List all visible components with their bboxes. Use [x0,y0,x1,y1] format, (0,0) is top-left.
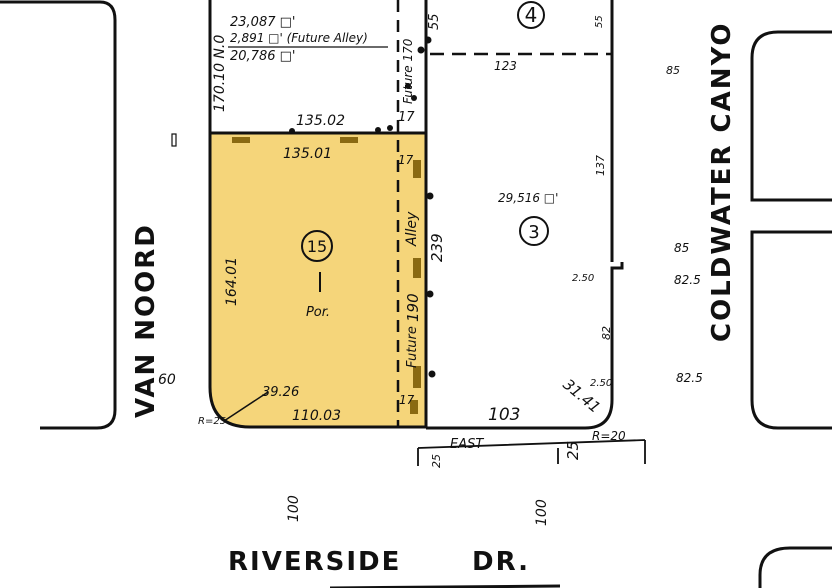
parcel-3-number: 3 [528,222,539,243]
dim-55-b: 55 [594,15,605,28]
label-future-upper: Future 170 [401,38,415,104]
van-noord-block-line [0,0,117,430]
dim-110-03: 110.03 [292,408,341,424]
dim-55-a: 55 [427,13,442,30]
block-south-line [426,262,624,430]
parcel-4-number: 4 [525,3,538,27]
area-note-3: 20,786 □' [230,49,295,64]
parcel-15-circle [301,230,333,262]
dim-17-bottom: 17 [399,393,415,407]
dim-82: 82 [600,326,613,340]
parcel-4-circle [517,1,545,29]
east-bracket [417,439,646,466]
area-note-1: 23,087 □' [230,15,295,30]
parcel-3-area: 29,516 □' [498,191,558,205]
dim-2-50-a: 2.50 [572,273,594,284]
dim-60: 60 [158,372,176,388]
dim-alley-190: 190 [404,293,422,322]
street-van-noord: VAN NOORD [131,223,161,418]
dim-82-5-a: 82.5 [674,273,701,287]
parcel-15-note: Por. [306,305,330,320]
dim-radius-right: R=20 [592,429,626,443]
coldwater-block-lower [750,230,832,430]
label-east: EAST [450,437,484,452]
block-west-line [208,0,426,429]
dim-85-top: 85 [666,64,680,77]
parcel-15-highlight [209,132,427,428]
street-marker [171,133,177,147]
area-note-2: 2,891 □' (Future Alley) [230,31,368,45]
dim-25-left: 25 [430,454,443,468]
edge-marks [232,137,421,414]
dim-164-01: 164.01 [224,257,240,306]
label-future-lower: Future [405,326,420,368]
arc-dimension-line [223,391,269,422]
dim-17-top-b: 17 [398,153,414,167]
dim-radius-left: R=25 [198,416,226,427]
dim-85: 85 [674,241,689,255]
dim-123: 123 [494,59,517,73]
dim-100-left: 100 [286,495,302,522]
dim-135-02: 135.02 [296,113,345,129]
parcel-15-number: 15 [307,237,327,256]
dim-82-5-b: 82.5 [676,371,703,385]
label-alley: Alley [404,211,420,247]
dim-135-01: 135.01 [283,146,332,162]
dim-2-50-b: 2.50 [590,378,612,389]
street-coldwater: COLDWATER CANYO [707,22,737,342]
area-side-dimension: 170.10 N.0 [212,35,228,112]
dim-103: 103 [488,405,520,425]
monument-dots [289,36,436,378]
dim-100-right: 100 [534,499,550,526]
parcel-3-circle [519,216,549,246]
street-riverside-suffix: DR. [472,547,530,577]
dim-239: 239 [428,233,446,262]
riverside-south-block [758,546,832,588]
coldwater-block-upper [750,30,832,202]
dim-39-26: 39.26 [262,385,299,400]
dim-25-right: 25 [564,441,582,460]
dim-17-top-a: 17 [398,110,415,125]
street-riverside: RIVERSIDE [228,547,401,577]
dim-137: 137 [594,155,607,176]
